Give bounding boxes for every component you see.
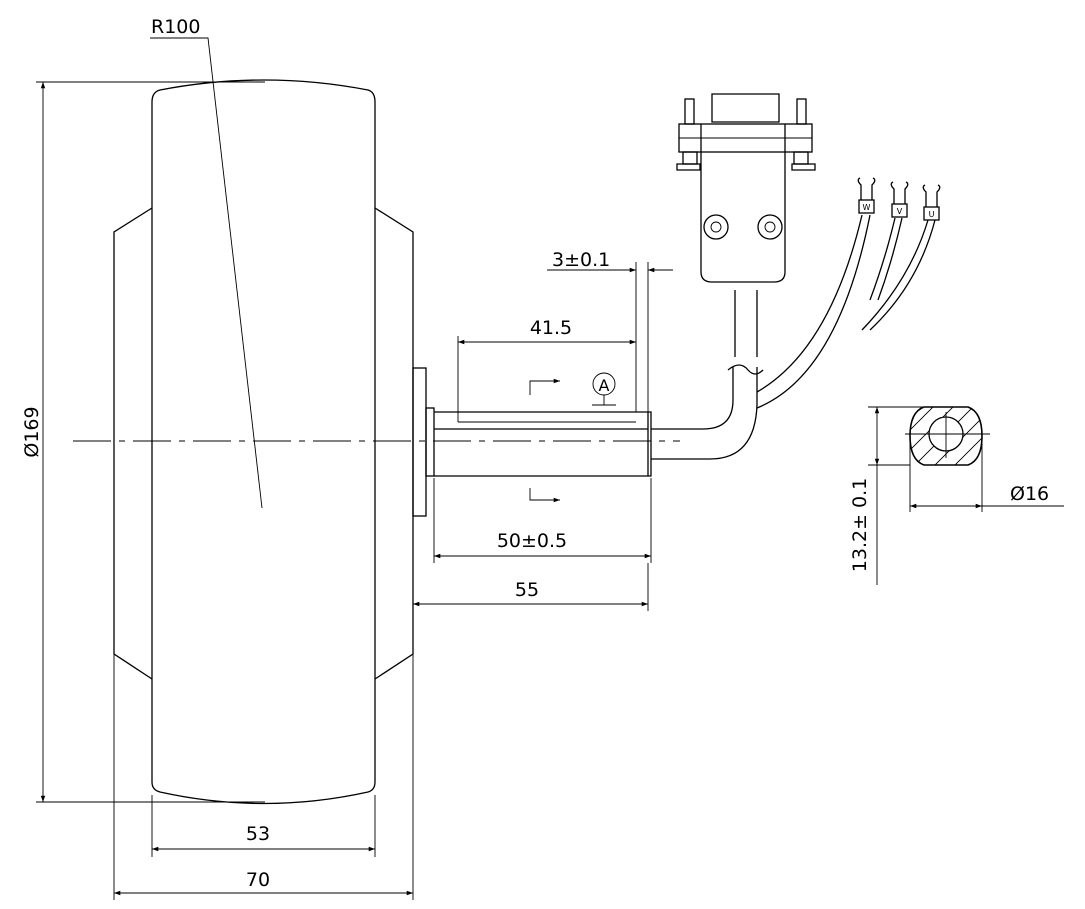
dim-axle-length: 55 [515, 579, 539, 601]
lead-w [756, 214, 871, 409]
dim-radius: R100 [151, 16, 200, 38]
hub-outline [113, 207, 414, 680]
main-cable-inner [651, 367, 758, 460]
cable-assembly: W V U [651, 93, 941, 460]
dim-flat-height: 13.2± 0.1 [849, 478, 871, 572]
hub-flange [412, 367, 427, 517]
screw-left [703, 214, 729, 240]
shaft-assembly: A [412, 367, 652, 517]
dim-shaft-diameter: Ø16 [1010, 483, 1049, 505]
tyre-outline [151, 79, 376, 805]
datum-leader [592, 395, 616, 406]
cable-break [727, 364, 764, 375]
svg-text:W: W [863, 203, 871, 212]
dim-overall-width: 70 [246, 869, 270, 891]
shaft-collar [425, 407, 435, 477]
section-outline [909, 406, 983, 466]
section-mark-top [529, 378, 560, 395]
svg-text:V: V [897, 207, 903, 216]
lead-u [861, 219, 936, 331]
terminal-u: U [922, 184, 941, 221]
dimension-lines: R100 Ø169 53 70 3±0.1 41.5 50±0.5 55 [21, 16, 1064, 900]
dim-diameter-wheel: Ø169 [21, 406, 43, 457]
d-sub-connector [676, 93, 816, 283]
section-mark-bottom [529, 488, 560, 503]
shaft-outline [434, 411, 652, 477]
main-cable-outer [651, 367, 734, 430]
dim-shaft-length: 50±0.5 [497, 530, 567, 552]
screw-right [757, 214, 783, 240]
datum-label: A [599, 376, 610, 395]
cable-upper [734, 290, 758, 357]
svg-text:U: U [929, 210, 935, 219]
dim-shaft-offset: 3±0.1 [552, 249, 610, 271]
terminal-w: W [857, 177, 876, 214]
lead-v [869, 217, 903, 301]
shaft-section [905, 406, 990, 466]
dim-tread-width: 53 [246, 823, 270, 845]
terminal-v: V [890, 181, 909, 218]
wheel-body [113, 79, 414, 805]
dim-flat-length: 41.5 [530, 317, 572, 339]
